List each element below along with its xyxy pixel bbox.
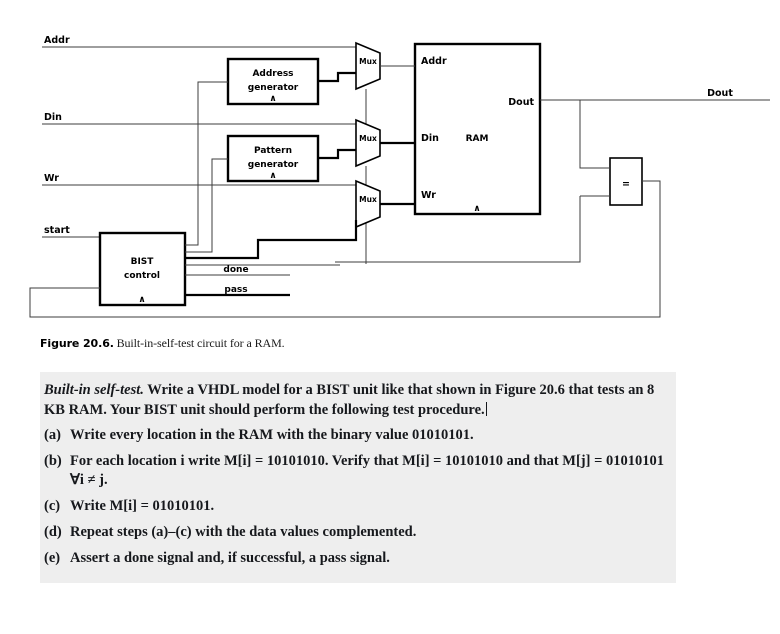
mux-addr-shape [355, 41, 381, 91]
exercise-intro: Built-in self-test. Write a VHDL model f… [44, 380, 666, 420]
exercise-text-e: Assert a done signal and, if successful,… [70, 550, 390, 566]
exercise-marker-a: (a) [44, 427, 61, 443]
mux-wr-label: Mux [359, 195, 377, 204]
wire-bist-to-addrgen [185, 81, 228, 246]
bist-control-clock-icon: ∧ [138, 295, 145, 305]
exercise-text-b: For each location i write M[i] = 1010101… [70, 453, 664, 488]
done-label: done [223, 265, 248, 275]
exercise-marker-c: (c) [44, 498, 61, 514]
pattern-generator-clock-icon: ∧ [269, 171, 276, 181]
mux-wr-shape [355, 179, 381, 229]
pattern-generator-box [226, 134, 320, 183]
wire-dout-to-comparator [579, 100, 610, 169]
address-generator-label-1: Address [252, 69, 293, 79]
din-input-label: Din [44, 112, 62, 123]
figure-caption-number: Figure 20.6. [40, 337, 114, 350]
wire-patgen-to-mux [318, 148, 356, 160]
exercise-marker-d: (d) [44, 524, 62, 540]
wire-addrgen-to-mux [318, 71, 356, 83]
comparator-box [609, 157, 643, 206]
wire-bist-to-mux-wr [185, 220, 358, 260]
exercise-marker-e: (e) [44, 550, 61, 566]
exercise-text-d: Repeat steps (a)–(c) with the data value… [70, 524, 417, 540]
address-generator-clock-icon: ∧ [269, 94, 276, 104]
pass-label: pass [224, 285, 247, 295]
wr-input-label: Wr [44, 173, 59, 184]
pattern-generator-label-1: Pattern [254, 146, 292, 156]
exercise-intro-emphasis: Built-in self-test. [44, 382, 144, 398]
exercise-intro-body: Write a VHDL model for a BIST unit like … [44, 382, 655, 418]
addr-input-label: Addr [44, 35, 70, 46]
wire-bist-to-patgen [185, 158, 228, 253]
ram-port-din-label: Din [421, 133, 439, 144]
start-input-label: start [44, 225, 70, 236]
exercise-marker-b: (b) [44, 453, 62, 469]
ram-port-addr-label: Addr [421, 56, 447, 67]
bist-control-label-1: BIST [131, 257, 155, 267]
exercise-text-a: Write every location in the RAM with the… [70, 427, 474, 443]
pattern-generator-label-2: generator [248, 160, 299, 170]
ram-clock-icon: ∧ [473, 204, 480, 214]
exercise-text-c: Write M[i] = 01010101. [70, 498, 215, 514]
figure-caption: Figure 20.6. Built-in-self-test circuit … [40, 336, 740, 351]
wire-expected-feedback [335, 196, 581, 263]
address-generator-label-2: generator [248, 83, 299, 93]
mux-addr-label: Mux [359, 57, 377, 66]
wire-comparator-to-bist [29, 180, 661, 318]
ram-port-wr-label: Wr [421, 190, 436, 201]
comparator-label: = [622, 179, 630, 190]
dout-output-label: Dout [707, 88, 733, 99]
mux-din-shape [355, 118, 381, 168]
exercise-item-c: (c) Write M[i] = 01010101. [44, 497, 666, 516]
ram-box [413, 42, 542, 216]
figure-caption-text: Built-in-self-test circuit for a RAM. [116, 336, 285, 350]
ram-port-dout-label: Dout [508, 97, 534, 108]
bist-circuit-diagram: Address generator ∧ Pattern generator ∧ … [29, 35, 770, 318]
mux-din-label: Mux [359, 134, 377, 143]
bist-control-label-2: control [124, 271, 160, 281]
exercise-item-a: (a) Write every location in the RAM with… [44, 426, 666, 445]
address-generator-box [226, 57, 320, 106]
bist-control-box [98, 231, 187, 307]
exercise-item-e: (e) Assert a done signal and, if success… [44, 549, 666, 568]
text-caret [485, 402, 487, 416]
exercise-text-block: Built-in self-test. Write a VHDL model f… [40, 372, 676, 583]
exercise-item-d: (d) Repeat steps (a)–(c) with the data v… [44, 523, 666, 542]
exercise-item-b: (b) For each location i write M[i] = 101… [44, 452, 666, 490]
ram-block-label: RAM [466, 134, 489, 144]
